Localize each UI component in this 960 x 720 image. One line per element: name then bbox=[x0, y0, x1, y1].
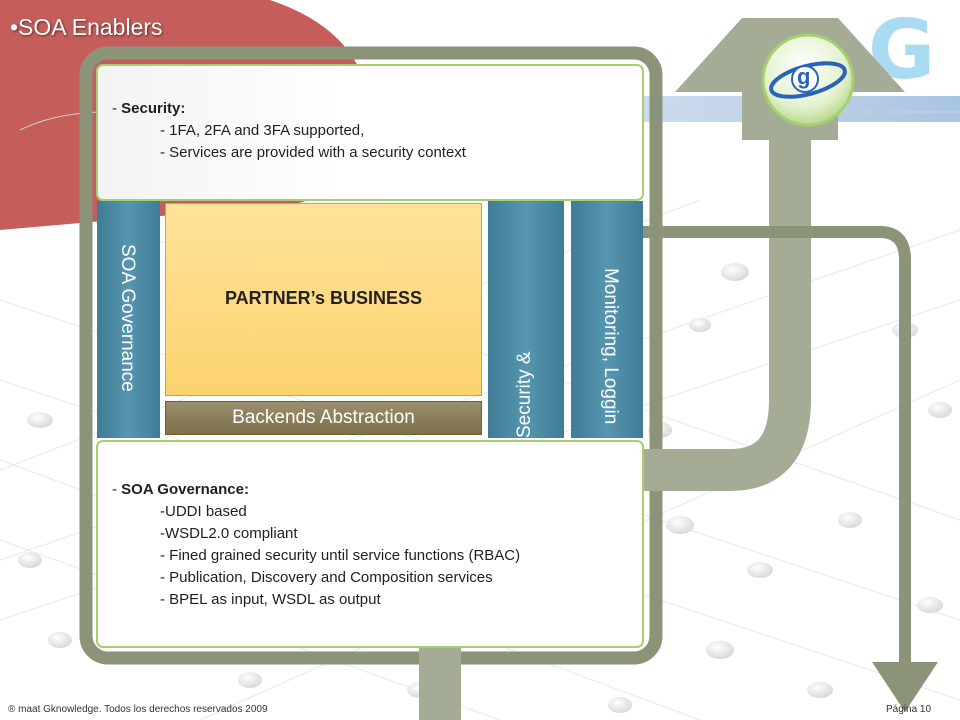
security-panel: - Security: - 1FA, 2FA and 3FA supported… bbox=[96, 64, 644, 201]
decorative-dots bbox=[18, 263, 952, 713]
backends-abstraction-label: Backends Abstraction bbox=[232, 407, 415, 428]
partner-business-label: PARTNER’s BUSINESS bbox=[224, 288, 423, 308]
security-column-label: Security & bbox=[514, 351, 535, 438]
page-number: Página 10 bbox=[886, 704, 932, 715]
security-item: - 1FA, 2FA and 3FA supported, bbox=[160, 122, 365, 139]
column-soa-governance bbox=[97, 201, 160, 438]
monitoring-column-label: Monitoring, Loggin bbox=[600, 268, 621, 425]
down-arrow bbox=[872, 662, 938, 712]
governance-item: -UDDI based bbox=[160, 503, 247, 520]
security-item: - Services are provided with a security … bbox=[160, 144, 466, 161]
governance-item: - Publication, Discovery and Composition… bbox=[160, 569, 493, 586]
governance-panel: - SOA Governance: -UDDI based -WSDL2.0 c… bbox=[96, 440, 644, 648]
governance-heading: - SOA Governance: bbox=[112, 481, 249, 498]
column-security bbox=[488, 201, 564, 438]
governance-item: - BPEL as input, WSDL as output bbox=[160, 591, 381, 608]
logo-badge-letter: g bbox=[797, 64, 811, 89]
route-line bbox=[640, 226, 911, 670]
governance-item: - Fined grained security until service f… bbox=[160, 547, 521, 564]
footer-copyright: ® maat Gknowledge. Todos los derechos re… bbox=[8, 704, 268, 715]
slide-title: •SOA Enablers bbox=[10, 14, 163, 40]
frame-track bbox=[79, 46, 663, 665]
security-heading: - Security: bbox=[112, 100, 186, 117]
soa-governance-label: SOA Governance bbox=[117, 244, 138, 392]
governance-item: -WSDL2.0 compliant bbox=[160, 525, 298, 542]
partner-business-box: PARTNER’s BUSINESS bbox=[165, 203, 482, 396]
backends-abstraction-box: Backends Abstraction bbox=[165, 401, 482, 435]
column-monitoring bbox=[571, 201, 643, 438]
